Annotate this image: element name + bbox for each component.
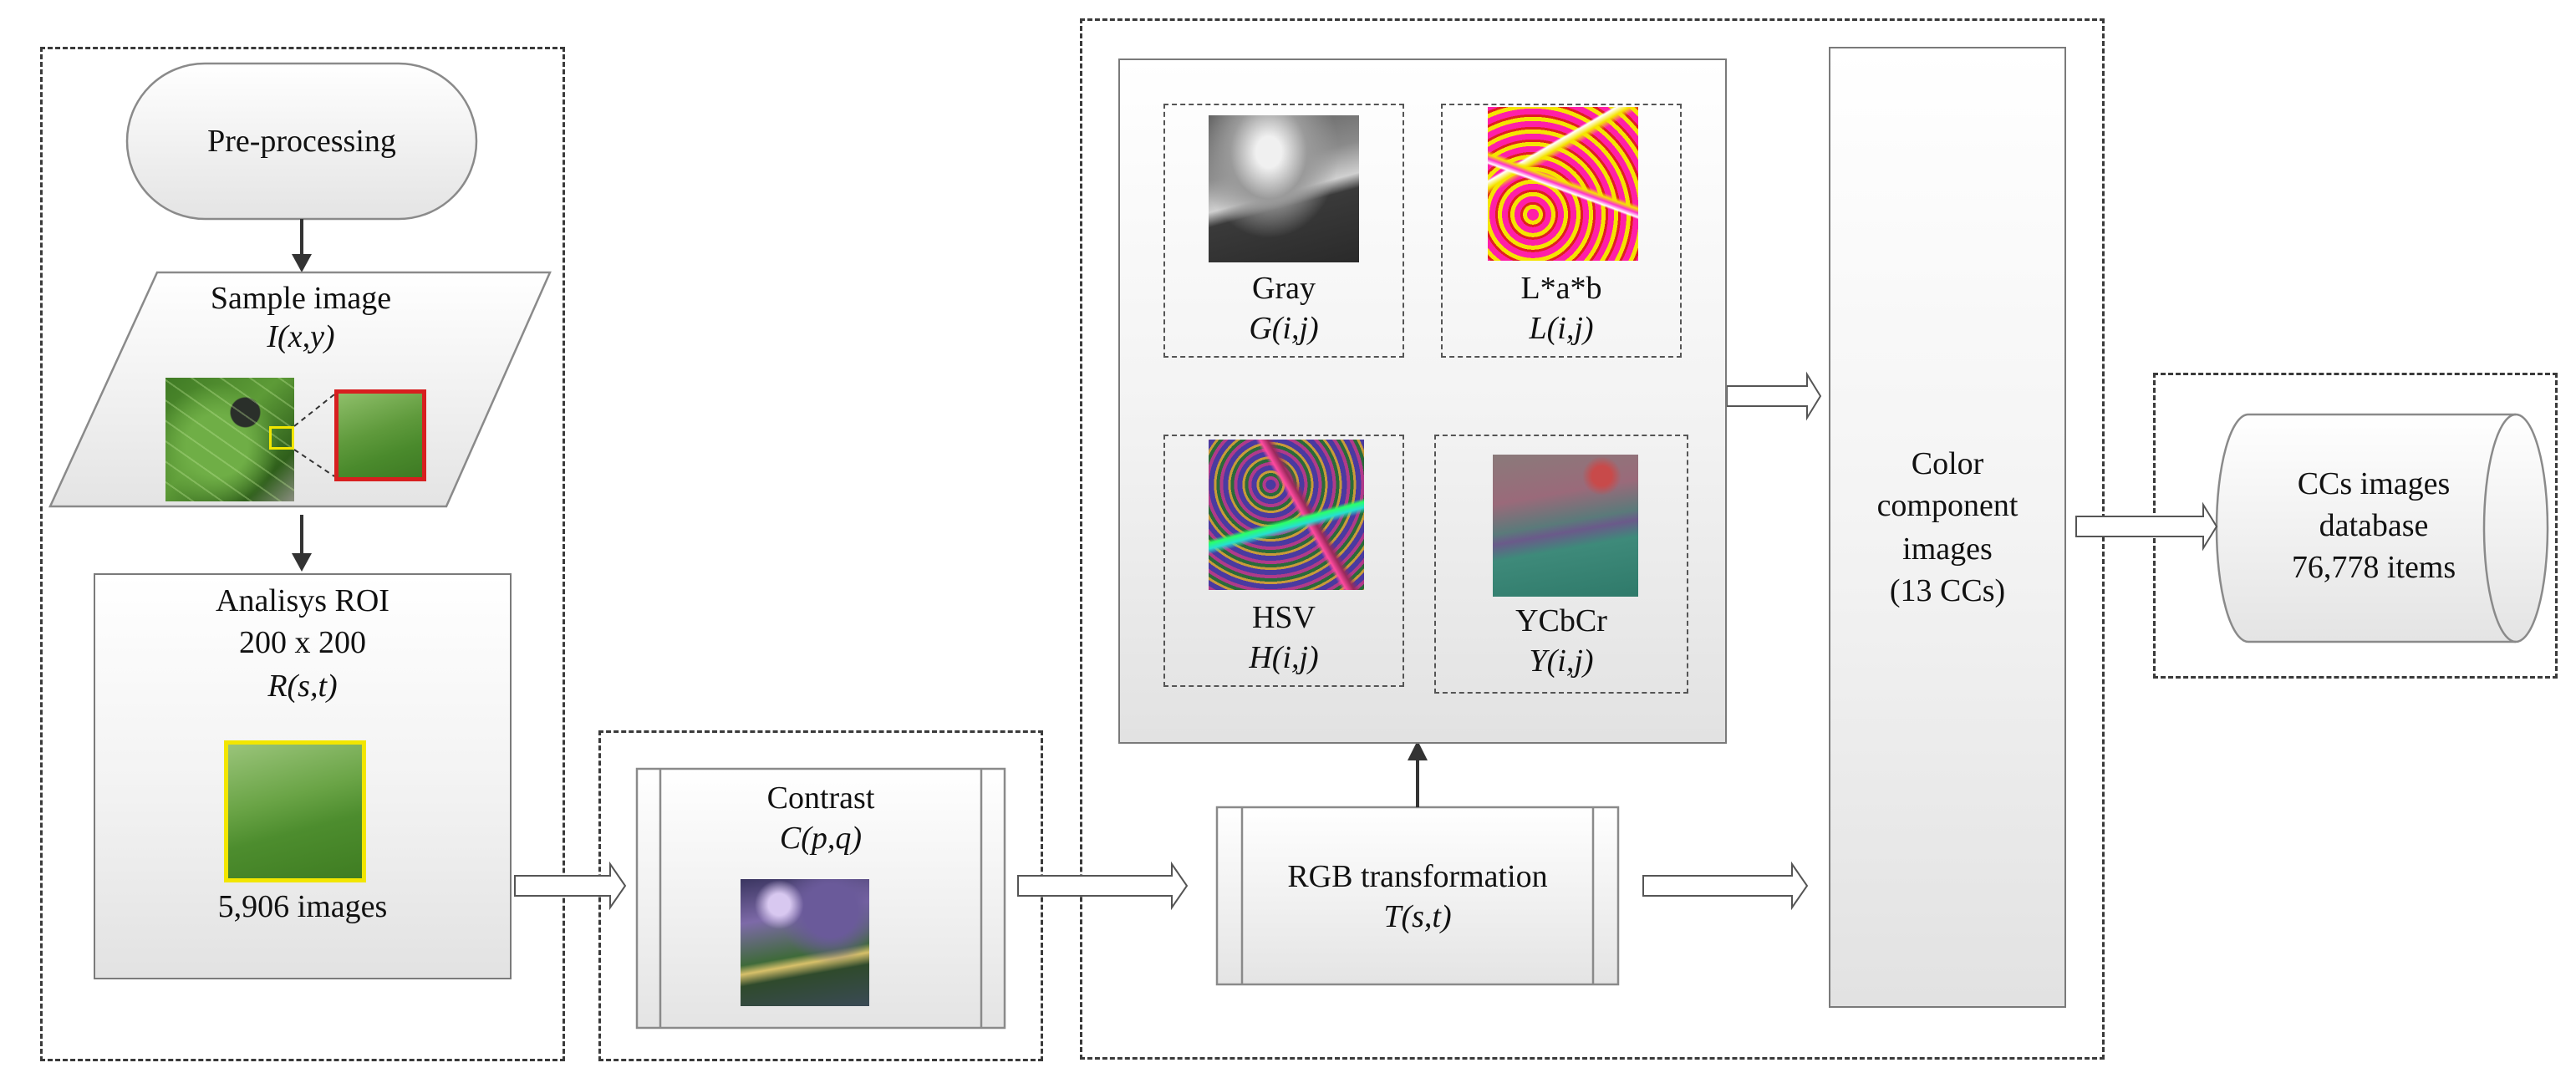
leaf-sample-photo xyxy=(165,378,294,501)
roi-photo xyxy=(224,740,366,882)
roi-marker xyxy=(269,426,294,450)
lab-image xyxy=(1488,107,1638,261)
contrast-title: Contrast xyxy=(766,781,875,816)
ycbcr-symbol: Y(i,j) xyxy=(1529,643,1594,679)
hsv-image xyxy=(1209,440,1364,590)
arrow-head-icon xyxy=(292,553,312,572)
hsv-symbol: H(i,j) xyxy=(1249,640,1319,675)
rgb-symbol: T(s,t) xyxy=(1383,899,1452,934)
hollow-arrow-icon xyxy=(2075,501,2218,552)
gray-cell xyxy=(1163,104,1404,358)
sample-image-symbol: I(x,y) xyxy=(267,319,335,354)
gray-symbol: G(i,j) xyxy=(1249,311,1319,346)
gray-label: Gray xyxy=(1252,271,1316,306)
roi-zoom-inset xyxy=(334,389,426,481)
database-line3: 76,778 items xyxy=(2291,550,2456,585)
contrast-symbol: C(p,q) xyxy=(779,821,863,856)
rgb-title: RGB transformation xyxy=(1287,859,1548,894)
roi-symbol: R(s,t) xyxy=(267,669,338,704)
roi-title: Analisys ROI xyxy=(216,583,389,618)
components-line3: images xyxy=(1902,531,1993,567)
color-components-box xyxy=(1829,47,2066,1008)
preprocessing-label: Pre-processing xyxy=(207,124,396,159)
hollow-arrow-icon xyxy=(1726,371,1822,421)
components-line4: (13 CCs) xyxy=(1889,573,2006,608)
arrow-head-icon xyxy=(292,254,312,272)
lab-label: L*a*b xyxy=(1520,271,1602,306)
ycbcr-cell xyxy=(1434,435,1688,694)
hollow-arrow-icon xyxy=(514,861,627,911)
database-line2: database xyxy=(2319,508,2429,543)
roi-size: 200 x 200 xyxy=(239,625,366,660)
components-line2: component xyxy=(1876,488,2019,523)
gray-image xyxy=(1209,115,1359,262)
lab-cell xyxy=(1441,104,1682,358)
contrast-photo xyxy=(741,879,869,1006)
components-line1: Color xyxy=(1911,446,1984,481)
color-transform-group xyxy=(1080,18,2105,1060)
preprocessing-group xyxy=(40,47,565,1061)
arrow-head-icon xyxy=(1408,740,1428,760)
hollow-arrow-icon xyxy=(1642,861,1809,911)
ycbcr-image xyxy=(1493,455,1638,597)
database-line1: CCs images xyxy=(2297,466,2451,501)
hsv-cell xyxy=(1163,435,1404,687)
sample-image-title: Sample image xyxy=(210,281,392,316)
hollow-arrow-icon xyxy=(1017,861,1189,911)
ycbcr-label: YCbCr xyxy=(1515,603,1607,638)
rgb-process-shape xyxy=(1215,806,1620,986)
roi-count: 5,906 images xyxy=(217,889,388,924)
lab-symbol: L(i,j) xyxy=(1529,311,1594,346)
hsv-label: HSV xyxy=(1251,600,1316,635)
